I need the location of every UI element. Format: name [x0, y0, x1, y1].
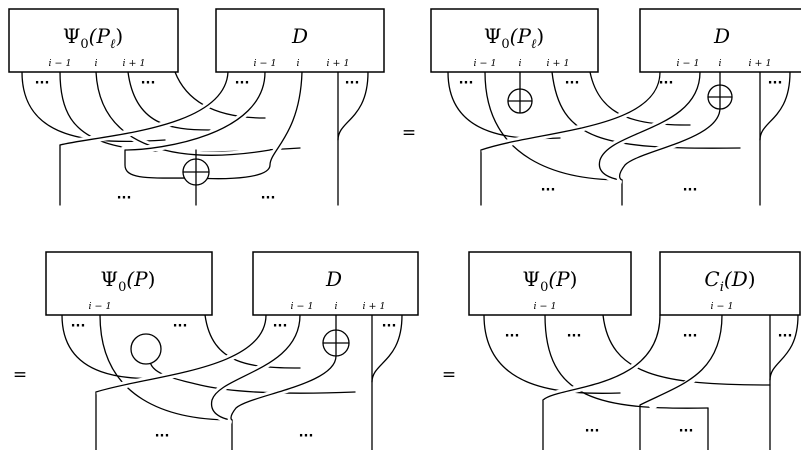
port-label: i + 1 [122, 58, 145, 69]
ellipsis: ··· [768, 76, 783, 91]
d-box-label: D [291, 24, 308, 48]
ellipsis: ··· [459, 76, 474, 91]
port-label: i [94, 58, 97, 69]
equals-sign: = [402, 123, 416, 143]
ellipsis: ··· [35, 76, 50, 91]
ellipsis: ··· [679, 424, 694, 439]
psi-box-label: Ψ0(Pℓ) [63, 24, 123, 52]
ellipsis: ··· [155, 429, 170, 444]
strand [230, 355, 337, 421]
ellipsis: ··· [659, 76, 674, 91]
port-label: i [334, 301, 337, 312]
port-label: i + 1 [748, 58, 771, 69]
ci-d-box-label: Ci(D) [704, 267, 755, 295]
psi-box [8, 8, 179, 73]
strand [542, 314, 661, 401]
strand [371, 314, 403, 383]
port-label: i [296, 58, 299, 69]
psi-box-label: Ψ0(Pℓ) [484, 24, 544, 52]
d-box [639, 8, 801, 73]
panel-1: Ψ0(Pℓ) D i − 1 i i + 1 i − 1 i i + 1 ···… [8, 8, 385, 206]
psi-box [430, 8, 599, 73]
port-label: i − 1 [48, 58, 71, 69]
ellipsis: ··· [299, 429, 314, 444]
ellipsis: ··· [273, 319, 288, 334]
panel-4: Ψ0(P) Ci(D) i − 1 i − 1 ··· ··· ··· ··· … [468, 251, 801, 450]
psi-box [45, 251, 213, 316]
psi-box [468, 251, 632, 316]
port-label: i − 1 [710, 301, 733, 312]
strand [484, 71, 623, 181]
panel-3: Ψ0(P) D i − 1 i − 1 i i + 1 ··· ··· ··· … [45, 251, 419, 450]
strand [95, 314, 267, 393]
strand [551, 71, 741, 149]
xor-cross [322, 329, 350, 357]
d-box [215, 8, 385, 73]
strand [211, 314, 301, 421]
strand [204, 314, 301, 369]
equals-sign: = [13, 365, 27, 385]
psi-box-label: Ψ0(P) [101, 267, 156, 295]
strand [639, 314, 723, 450]
ellipsis: ··· [505, 329, 520, 344]
ellipsis: ··· [382, 319, 397, 334]
ellipsis: ··· [71, 319, 86, 334]
psi-box-label: Ψ0(P) [523, 267, 578, 295]
strand [337, 71, 369, 141]
port-label: i − 1 [253, 58, 276, 69]
strand [619, 107, 721, 181]
strand [195, 71, 303, 180]
port-label: i [718, 58, 721, 69]
ellipsis: ··· [117, 191, 132, 206]
xor-cross [707, 84, 733, 110]
port-label: i − 1 [473, 58, 496, 69]
strand [59, 71, 229, 146]
unit-node [130, 333, 162, 365]
equals-sign: = [442, 365, 456, 385]
ellipsis: ··· [345, 76, 360, 91]
strand [602, 314, 771, 386]
port-label: i − 1 [88, 301, 111, 312]
strand [483, 314, 621, 394]
port-label: i − 1 [676, 58, 699, 69]
strand [544, 314, 709, 409]
strand [149, 359, 356, 394]
port-label: i + 1 [546, 58, 569, 69]
ellipsis: ··· [565, 76, 580, 91]
strand [127, 71, 211, 131]
ellipsis: ··· [567, 329, 582, 344]
d-box [252, 251, 419, 316]
port-label: i + 1 [362, 301, 385, 312]
ellipsis: ··· [778, 329, 793, 344]
ellipsis: ··· [683, 183, 698, 198]
d-box-label: D [325, 267, 342, 291]
ellipsis: ··· [683, 329, 698, 344]
strand [598, 71, 701, 181]
port-label: i + 1 [326, 58, 349, 69]
ellipsis: ··· [261, 191, 276, 206]
strand [759, 71, 791, 141]
ci-d-box [659, 251, 801, 316]
strand [124, 71, 266, 179]
panel-2: Ψ0(Pℓ) D i − 1 i i + 1 i − 1 i i + 1 ···… [430, 8, 801, 206]
strand [480, 71, 661, 151]
port-label: i − 1 [533, 301, 556, 312]
ellipsis: ··· [585, 424, 600, 439]
port-label: i − 1 [290, 301, 313, 312]
d-box-label: D [713, 24, 730, 48]
xor-cross [182, 158, 210, 186]
strand [174, 71, 266, 119]
xor-cross [507, 88, 533, 114]
strand [769, 314, 799, 381]
port-label: i [518, 58, 521, 69]
ellipsis: ··· [235, 76, 250, 91]
ellipsis: ··· [141, 76, 156, 91]
ellipsis: ··· [541, 183, 556, 198]
strand [99, 314, 233, 421]
ellipsis: ··· [173, 319, 188, 334]
